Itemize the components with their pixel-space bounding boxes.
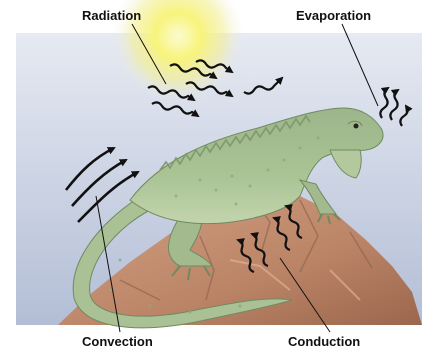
evaporation-label: Evaporation — [296, 8, 371, 24]
conduction-label: Conduction — [288, 334, 360, 350]
eye-icon — [354, 124, 359, 129]
radiation-label: Radiation — [82, 8, 141, 24]
convection-label: Convection — [82, 334, 153, 350]
